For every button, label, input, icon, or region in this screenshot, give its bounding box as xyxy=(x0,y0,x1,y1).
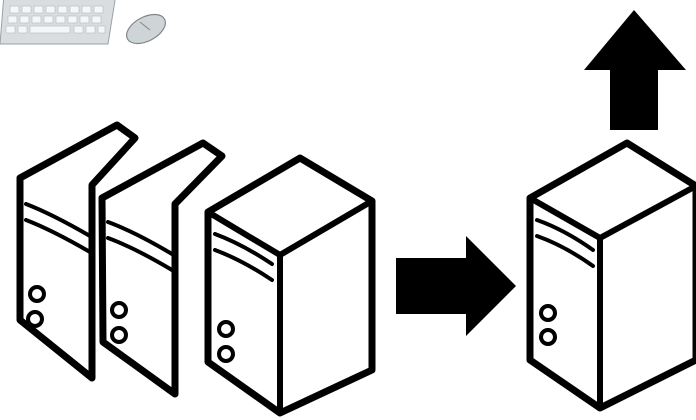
arrow-right-icon xyxy=(396,236,516,336)
server-tower-3 xyxy=(204,154,376,417)
mouse-icon xyxy=(126,13,166,45)
server-tower-2 xyxy=(98,139,226,398)
keyboard-icon xyxy=(0,0,116,45)
server-tower-1 xyxy=(16,121,139,382)
server-tower-consolidated xyxy=(526,139,696,412)
arrow-up-icon xyxy=(584,10,686,130)
keyboard-keys xyxy=(5,5,106,34)
